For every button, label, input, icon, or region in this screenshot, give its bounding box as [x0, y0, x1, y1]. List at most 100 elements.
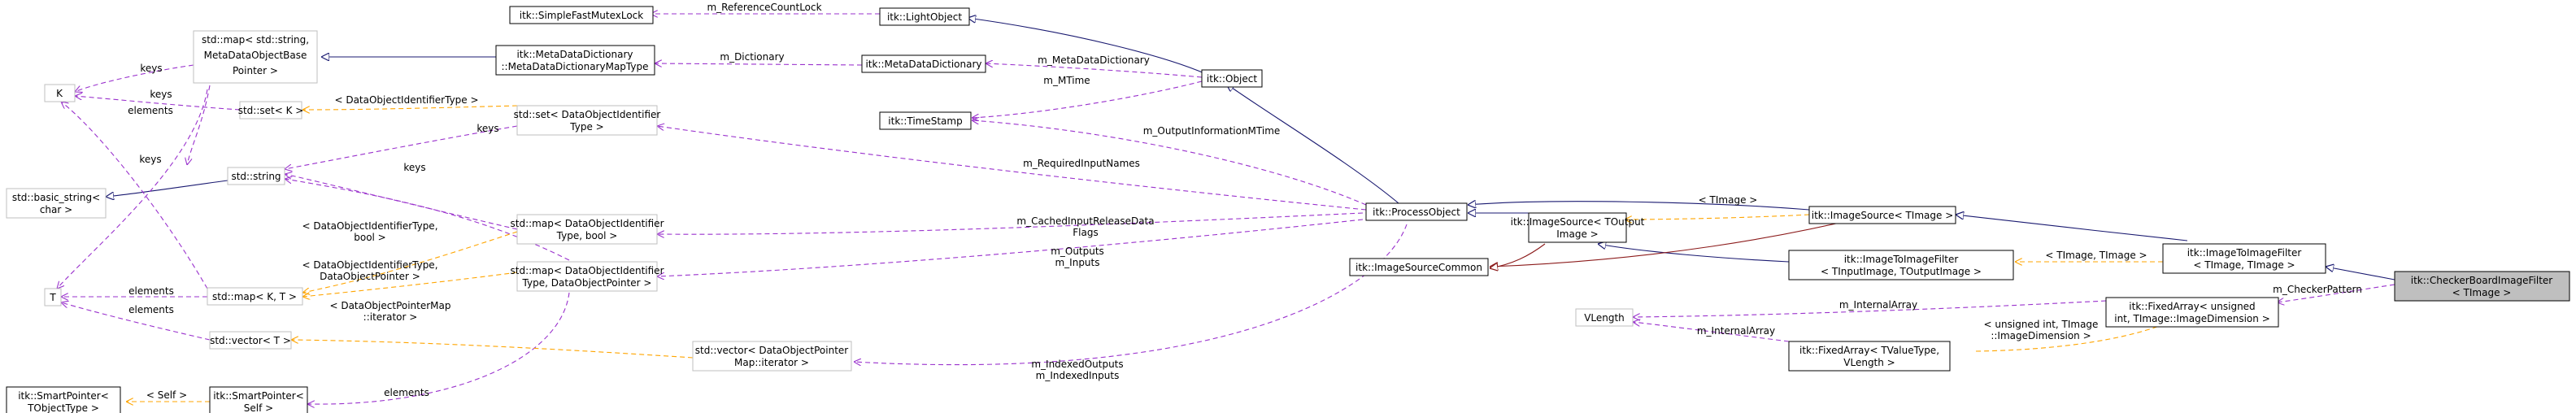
label-keys-2: keys [150, 89, 172, 100]
svg-text:itk::MetaDataDictionary: itk::MetaDataDictionary [516, 49, 633, 60]
node-fastmutex[interactable]: itk::SimpleFastMutexLock [509, 6, 654, 24]
svg-text:< TImage, TImage >: < TImage, TImage > [2193, 259, 2295, 271]
svg-text:< TInputImage, TOutputImage >: < TInputImage, TOutputImage > [1821, 266, 1982, 277]
node-dictmaptype[interactable]: itk::MetaDataDictionary ::MetaDataDictio… [495, 45, 655, 76]
label-flags: Flags [1073, 227, 1098, 238]
svg-text:itk::FixedArray< TValueType,: itk::FixedArray< TValueType, [1799, 345, 1939, 356]
edge-mapDOIDbool-stdstring [285, 174, 518, 230]
label-m-indexedinputs: m_IndexedInputs [1036, 370, 1120, 381]
svg-text:itk::ProcessObject: itk::ProcessObject [1373, 206, 1460, 218]
edge-imagesourceTOut-imagesourcecommon [1490, 243, 1546, 268]
svg-text:itk::TimeStamp: itk::TimeStamp [888, 115, 962, 127]
node-imagesourcecommon[interactable]: itk::ImageSourceCommon [1349, 258, 1489, 276]
edge-vectorDOPMI-vectorT [291, 340, 694, 359]
svg-text:VLength >: VLength > [1843, 357, 1895, 368]
svg-text:Type >: Type > [569, 121, 603, 133]
label-m-internalarray-2: m_InternalArray [1697, 325, 1775, 337]
label-m-internalarray-1: m_InternalArray [1839, 299, 1917, 311]
svg-text:std::string: std::string [231, 171, 281, 182]
edge-processobject-mapDOIDbool [657, 212, 1364, 234]
edge-imagetoimagefilterIO-imagesourceTOut [1598, 244, 1790, 263]
node-fixedarrayTV[interactable]: itk::FixedArray< TValueType, VLength > [1788, 341, 1951, 372]
label-tpl-doid-bool-2: bool > [354, 232, 386, 243]
node-mapKT[interactable]: std::map< K, T > [207, 287, 303, 306]
label-keys-5: keys [403, 162, 425, 173]
node-timestamp[interactable]: itk::TimeStamp [879, 111, 972, 130]
edge-fixedarrayTV-vlength [1633, 322, 1790, 342]
label-elements-2: elements [128, 285, 174, 297]
label-elements-4: elements [384, 387, 429, 398]
node-setK[interactable]: std::set< K > [238, 101, 304, 120]
node-basicstring[interactable]: std::basic_string< char > [6, 188, 107, 219]
node-fixedarrayunsigned[interactable]: itk::FixedArray< unsigned int, TImage::I… [2105, 297, 2279, 328]
node-setDOID[interactable]: std::set< DataObjectIdentifier Type > [514, 105, 661, 136]
label-tpl-timage-timage: < TImage, TImage > [2045, 250, 2147, 261]
label-m-inputs: m_Inputs [1055, 257, 1099, 268]
node-vectorDOPMI[interactable]: std::vector< DataObjectPointer Map::iter… [692, 341, 852, 372]
label-tpl-unsigned-2: ::ImageDimension > [1991, 330, 2091, 341]
edge-object-timestamp [972, 80, 1203, 118]
label-m-requiredinputnames: m_RequiredInputNames [1023, 158, 1140, 169]
edge-mapDOIDptr-stdstring [285, 179, 570, 261]
label-m-referencecountlock: m_ReferenceCountLock [707, 2, 821, 13]
label-m-metadatadictionary: m_MetaDataDictionary [1038, 54, 1150, 66]
node-smartptrSelf[interactable]: itk::SmartPointer< Self > [209, 386, 308, 413]
node-checkerboard[interactable]: itk::CheckerBoardImageFilter < TImage > [2394, 271, 2570, 302]
node-mapstring[interactable]: std::map< std::string, MetaDataObjectBas… [193, 30, 318, 84]
svg-text:itk::SmartPointer<: itk::SmartPointer< [18, 390, 109, 402]
edge-stdstring-basicstring [106, 180, 228, 197]
svg-text:T: T [49, 292, 56, 303]
svg-text:MetaDataObjectBase: MetaDataObjectBase [204, 50, 307, 61]
label-m-mtime: m_MTime [1043, 75, 1090, 86]
node-imagesourceTOut[interactable]: itk::ImageSource< TOutput Image > [1511, 212, 1645, 243]
edge-fixedarrayTV-fixedarrayunsigned [1975, 313, 2187, 352]
svg-text:itk::ImageSource< TOutput: itk::ImageSource< TOutput [1511, 216, 1645, 228]
edge-processobject-vectorDOPMI [854, 224, 1408, 365]
node-imagetoimagefilterIO[interactable]: itk::ImageToImageFilter < TInputImage, T… [1788, 250, 2014, 280]
node-imagetoimagefilterT[interactable]: itk::ImageToImageFilter < TImage, TImage… [2162, 243, 2326, 274]
node-mapDOIDbool[interactable]: std::map< DataObjectIdentifier Type, boo… [511, 214, 664, 245]
node-object[interactable]: itk::Object [1201, 69, 1263, 88]
node-imagesourceT[interactable]: itk::ImageSource< TImage > [1808, 206, 1956, 224]
label-tpl-dopmi-2: ::iterator > [363, 311, 418, 323]
edge-setDOID-stdstring [285, 125, 518, 169]
svg-text:itk::CheckerBoardImageFilter: itk::CheckerBoardImageFilter [2411, 275, 2553, 286]
svg-text:::MetaDataDictionaryMapType: ::MetaDataDictionaryMapType [502, 61, 649, 72]
node-T[interactable]: T [44, 288, 62, 306]
edge-metadict-dictmaptype [655, 63, 863, 65]
svg-text:std::map< DataObjectIdentifier: std::map< DataObjectIdentifier [511, 218, 664, 229]
svg-text:Image >: Image > [1556, 228, 1598, 240]
edge-mapDOIDbool-mapKT [302, 231, 518, 293]
node-vectorT[interactable]: std::vector< T > [209, 331, 292, 350]
node-lightobject[interactable]: itk::LightObject [879, 7, 970, 26]
label-keys-4: keys [476, 123, 498, 134]
svg-text:std::set< DataObjectIdentifier: std::set< DataObjectIdentifier [514, 109, 661, 120]
edge-mapstring-stdstring [187, 85, 211, 165]
node-smartptrT[interactable]: itk::SmartPointer< TObjectType > [6, 386, 121, 413]
svg-text:itk::SimpleFastMutexLock: itk::SimpleFastMutexLock [520, 10, 644, 21]
svg-text:itk::ImageSource< TImage >: itk::ImageSource< TImage > [1812, 210, 1954, 221]
label-tpl-doid-ptr-2: DataObjectPointer > [320, 271, 420, 282]
label-m-outputs: m_Outputs [1051, 246, 1104, 257]
label-tpl-doid-ptr-1: < DataObjectIdentifierType, [302, 259, 437, 271]
svg-text:std::vector< DataObjectPointer: std::vector< DataObjectPointer [695, 345, 849, 356]
node-K[interactable]: K [44, 84, 76, 102]
node-metadict[interactable]: itk::MetaDataDictionary [861, 54, 986, 73]
edge-checkerboard-imagetoimagefilterT [2326, 267, 2395, 280]
label-tpl-unsigned-1: < unsigned int, TImage [1984, 319, 2099, 330]
svg-text:std::basic_string<: std::basic_string< [12, 192, 100, 203]
edge-lightobject-object [968, 18, 1214, 78]
node-stdstring[interactable]: std::string [227, 167, 285, 185]
edge-mapDOIDptr-mapKT [302, 272, 518, 297]
node-processobject[interactable]: itk::ProcessObject [1365, 202, 1468, 221]
svg-text:TObjectType >: TObjectType > [27, 402, 99, 413]
edge-setK-K [75, 96, 241, 111]
svg-text:std::set< K >: std::set< K > [238, 105, 304, 116]
node-vlength[interactable]: VLength [1575, 308, 1634, 327]
edge-processobject-mapDOIDptr [657, 219, 1364, 276]
svg-text:Type, bool >: Type, bool > [556, 230, 618, 241]
node-mapDOIDptr[interactable]: std::map< DataObjectIdentifier Type, Dat… [511, 261, 664, 292]
label-tpl-timage: < TImage > [1699, 194, 1758, 206]
edge-object-metadict [986, 63, 1203, 78]
edge-imagesourceT-imagesourceTOut [1625, 214, 1810, 220]
